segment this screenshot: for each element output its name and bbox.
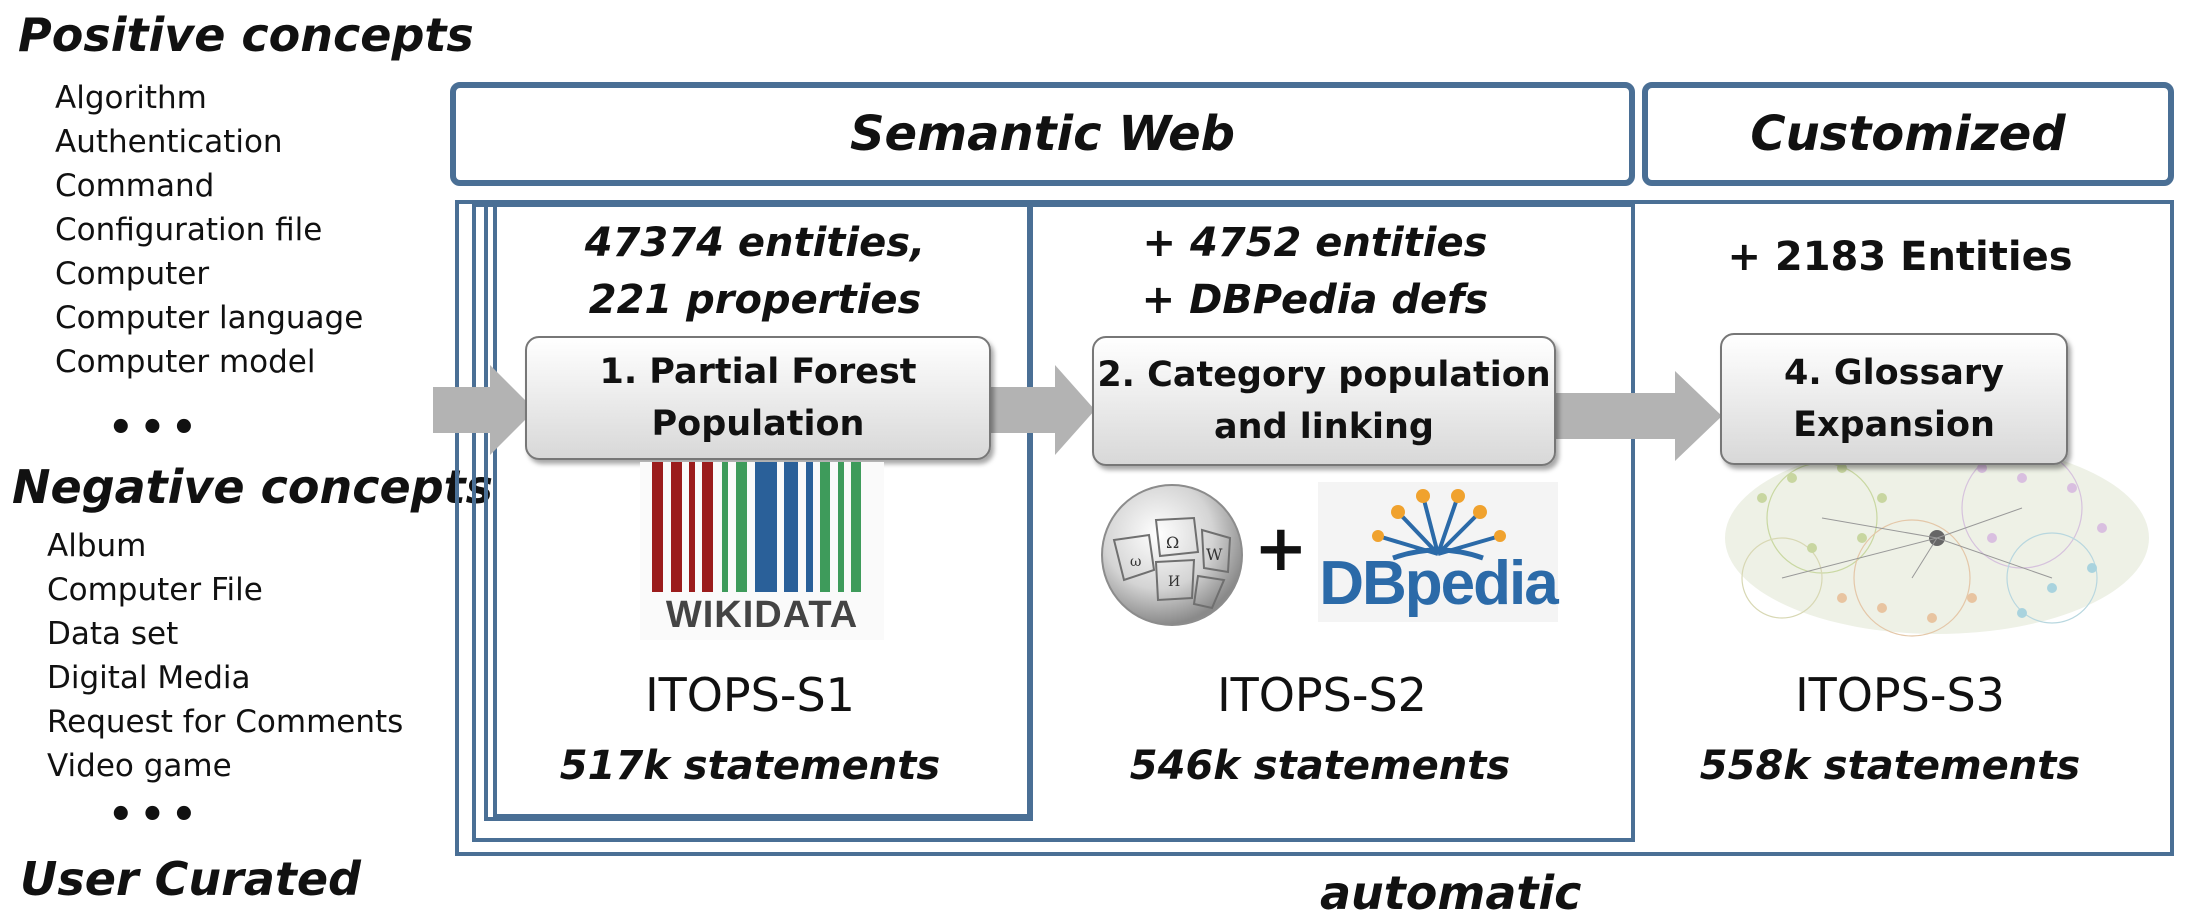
list-item: Computer [55,256,210,292]
svg-text:Ω: Ω [1166,533,1179,552]
list-item: Video game [47,748,232,784]
arrow-stage1-to-stage2 [990,365,1095,455]
negative-concepts-heading: Negative concepts [12,460,494,514]
positive-concepts-heading: Positive concepts [18,8,474,62]
list-item: Data set [47,616,179,652]
svg-text:И: И [1168,574,1180,590]
wikidata-logo-text: WIKIDATA [665,594,859,636]
wikipedia-globe-icon: Ω W ω И [1101,484,1243,626]
semantic-web-frame [472,203,1635,842]
automatic-label: automatic [1320,866,1582,920]
step-1-line1: 1. Partial Forest [599,352,917,392]
stage1-stats-line1: 47374 entities, [584,220,926,266]
stage2-stats-line2: + DBPedia defs [1141,277,1489,323]
negative-ellipsis: ••• [108,792,203,838]
negative-concepts-list: Album Computer File Data set Digital Med… [47,524,403,788]
stage3-dataset-name: ITOPS-S3 [1795,668,2005,722]
step-1-line2: Population [651,404,865,444]
dbpedia-network-icon [1372,489,1506,561]
list-item: Album [47,528,147,564]
step-4-box: 4. Glossary Expansion [1720,333,2068,465]
step-2-box: 2. Category population and linking [1092,336,1556,466]
list-item: Authentication [55,124,283,160]
stage2-dataset-name: ITOPS-S2 [1217,668,1427,722]
dbpedia-logo: DBpedia [1318,482,1559,622]
step-4-line2: Expansion [1793,405,1995,445]
step-1-box: 1. Partial Forest Population [525,336,991,460]
outer-frame [455,200,2174,856]
svg-text:W: W [1206,545,1223,564]
stage1-stats: 47374 entities, 221 properties [560,215,950,329]
wikidata-barcode-icon [652,462,861,592]
stage1-stats-line2: 221 properties [588,277,922,323]
dbpedia-logo-text: DBpedia [1319,549,1558,618]
list-item: Computer language [55,300,364,336]
list-item: Request for Comments [47,704,404,740]
customized-bar: Customized [1642,82,2174,186]
customized-label: Customized [1750,106,2066,162]
semantic-web-label: Semantic Web [849,106,1236,162]
stage3-stats: + 2183 Entities [1727,234,2073,280]
positive-ellipsis: ••• [108,405,203,451]
stage2-stats: + 4752 entities + DBPedia defs [1120,215,1510,329]
user-curated-label: User Curated [20,852,361,906]
stage2-stats-line1: + 4752 entities [1142,220,1488,266]
step-2-line2: and linking [1214,407,1434,447]
plus-sign: + [1254,512,1308,586]
stage1-statements: 517k statements [559,743,941,789]
list-item: Configuration file [55,212,323,248]
semantic-web-bar: Semantic Web [450,82,1635,186]
arrow-input [433,365,535,455]
stage1-dataset-name: ITOPS-S1 [645,668,855,722]
stage2-statements: 546k statements [1129,743,1511,789]
stage3-statements: 558k statements [1699,743,2081,789]
list-item: Command [55,168,215,204]
svg-text:ω: ω [1130,554,1141,570]
list-item: Algorithm [55,80,207,116]
arrow-stage2-to-stage3 [1555,371,1722,461]
wikidata-logo: WIKIDATA [640,462,884,640]
step-2-line1: 2. Category population [1097,355,1551,395]
stage1-frame [493,203,1031,818]
list-item: Digital Media [47,660,251,696]
list-item: Computer File [47,572,263,608]
step-4-line1: 4. Glossary [1784,353,2004,393]
knowledge-graph-icon [1725,442,2149,637]
positive-concepts-list: Algorithm Authentication Command Configu… [55,76,363,384]
list-item: Computer model [55,344,316,380]
